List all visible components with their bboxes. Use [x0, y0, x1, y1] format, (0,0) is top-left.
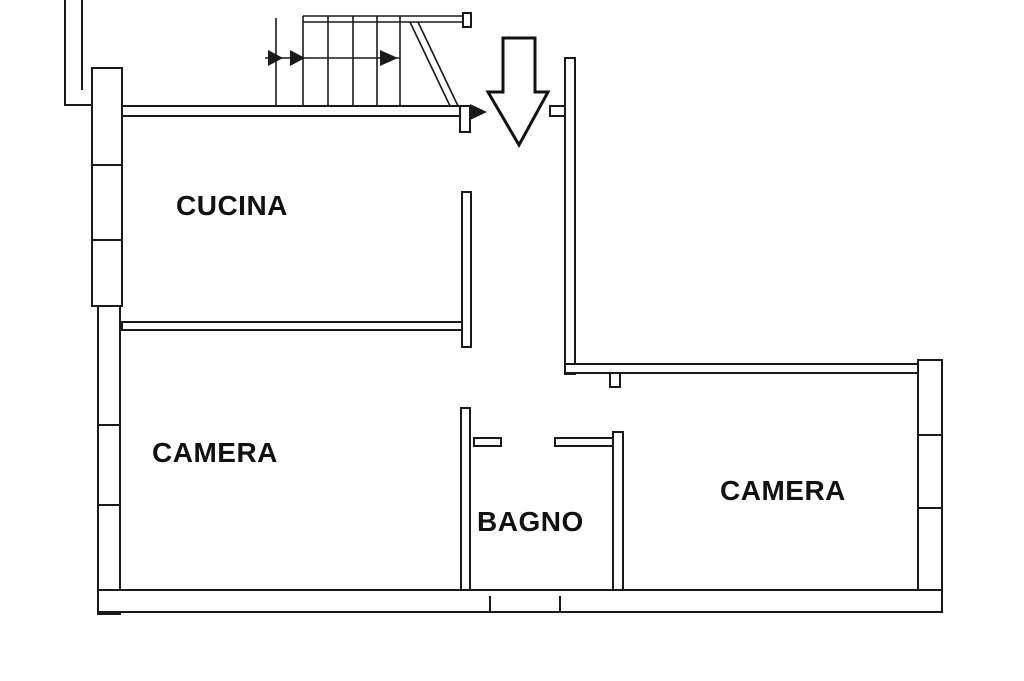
bathroom-top-wall [473, 437, 614, 447]
bedroom-bathroom-partition [460, 407, 471, 595]
bottom-exterior-wall [97, 589, 943, 613]
kitchen-top-wall [121, 105, 471, 133]
stair-arrow-icon [470, 104, 487, 120]
room-label-bathroom: BAGNO [477, 506, 584, 537]
stair-arrow-icon [290, 50, 305, 66]
right-bedroom-top-wall [564, 363, 921, 388]
right-exterior-wall [917, 359, 943, 611]
exterior-wall-top-left [64, 0, 95, 106]
stair-arrow-icon [380, 50, 398, 66]
left-exterior-wall [91, 67, 123, 615]
down-arrow-icon [485, 36, 551, 149]
room-label-bedroom-left: CAMERA [152, 437, 278, 468]
room-label-kitchen: CUCINA [176, 190, 288, 221]
kitchen-right-partition [461, 191, 472, 348]
kitchen-bedroom-divider [121, 321, 463, 331]
staircase [265, 12, 487, 120]
corridor-right-wall [549, 57, 576, 375]
bathroom-bedroom-partition [612, 431, 624, 595]
room-label-bedroom-right: CAMERA [720, 475, 846, 506]
stair-arrow-icon [268, 50, 283, 66]
